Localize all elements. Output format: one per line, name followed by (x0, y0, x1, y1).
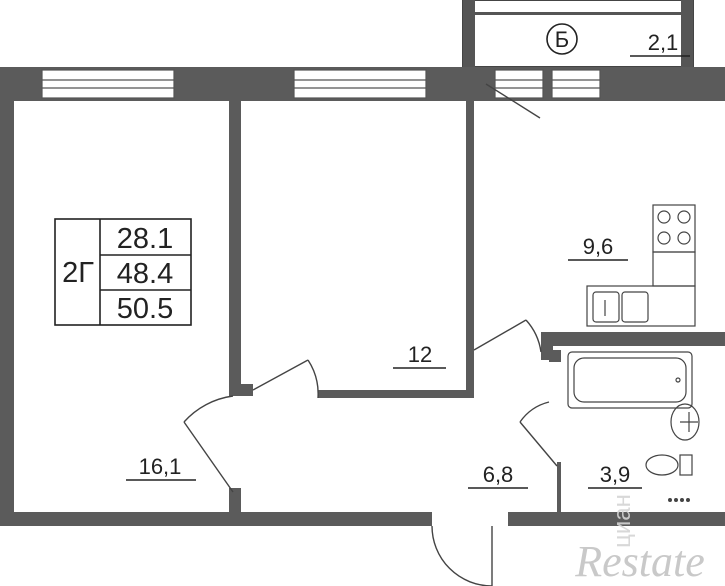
balcony-marker-label: Б (555, 27, 569, 52)
room-middle-area: 12 (408, 342, 432, 367)
washbasin (670, 403, 700, 441)
watermarks: циан Restate (574, 494, 705, 586)
apartment-type: 2Г (62, 257, 94, 289)
windows (41, 69, 601, 99)
interior-walls (229, 101, 561, 512)
bathroom-area: 3,9 (600, 462, 631, 487)
living-area-value: 28.1 (117, 223, 173, 255)
balcony-marker (546, 23, 578, 55)
total-area-value: 48.4 (117, 258, 173, 290)
total-with-balcony-value: 50.5 (117, 293, 173, 325)
bathtub (567, 351, 693, 409)
room-labels: 16,1 12 9,6 6,8 3,9 (126, 234, 642, 489)
outer-walls (0, 67, 725, 526)
counter (652, 251, 696, 287)
kitchen-area: 9,6 (583, 234, 614, 259)
area-summary: 2Г 28.1 48.4 50.5 (54, 218, 192, 326)
room-left-area: 16,1 (139, 454, 182, 479)
sink (586, 285, 696, 327)
kitchen-fixtures (586, 204, 696, 327)
watermark-brand: Restate (574, 537, 705, 586)
hallway-area: 6,8 (483, 462, 514, 487)
stove (652, 204, 696, 253)
balcony: Б 2,1 (462, 0, 694, 68)
doors (183, 83, 558, 586)
balcony-area-label: 2,1 (648, 30, 679, 55)
toilet (645, 454, 679, 476)
bathroom-fixtures (567, 351, 700, 503)
watermark-secondary: циан (609, 494, 636, 548)
